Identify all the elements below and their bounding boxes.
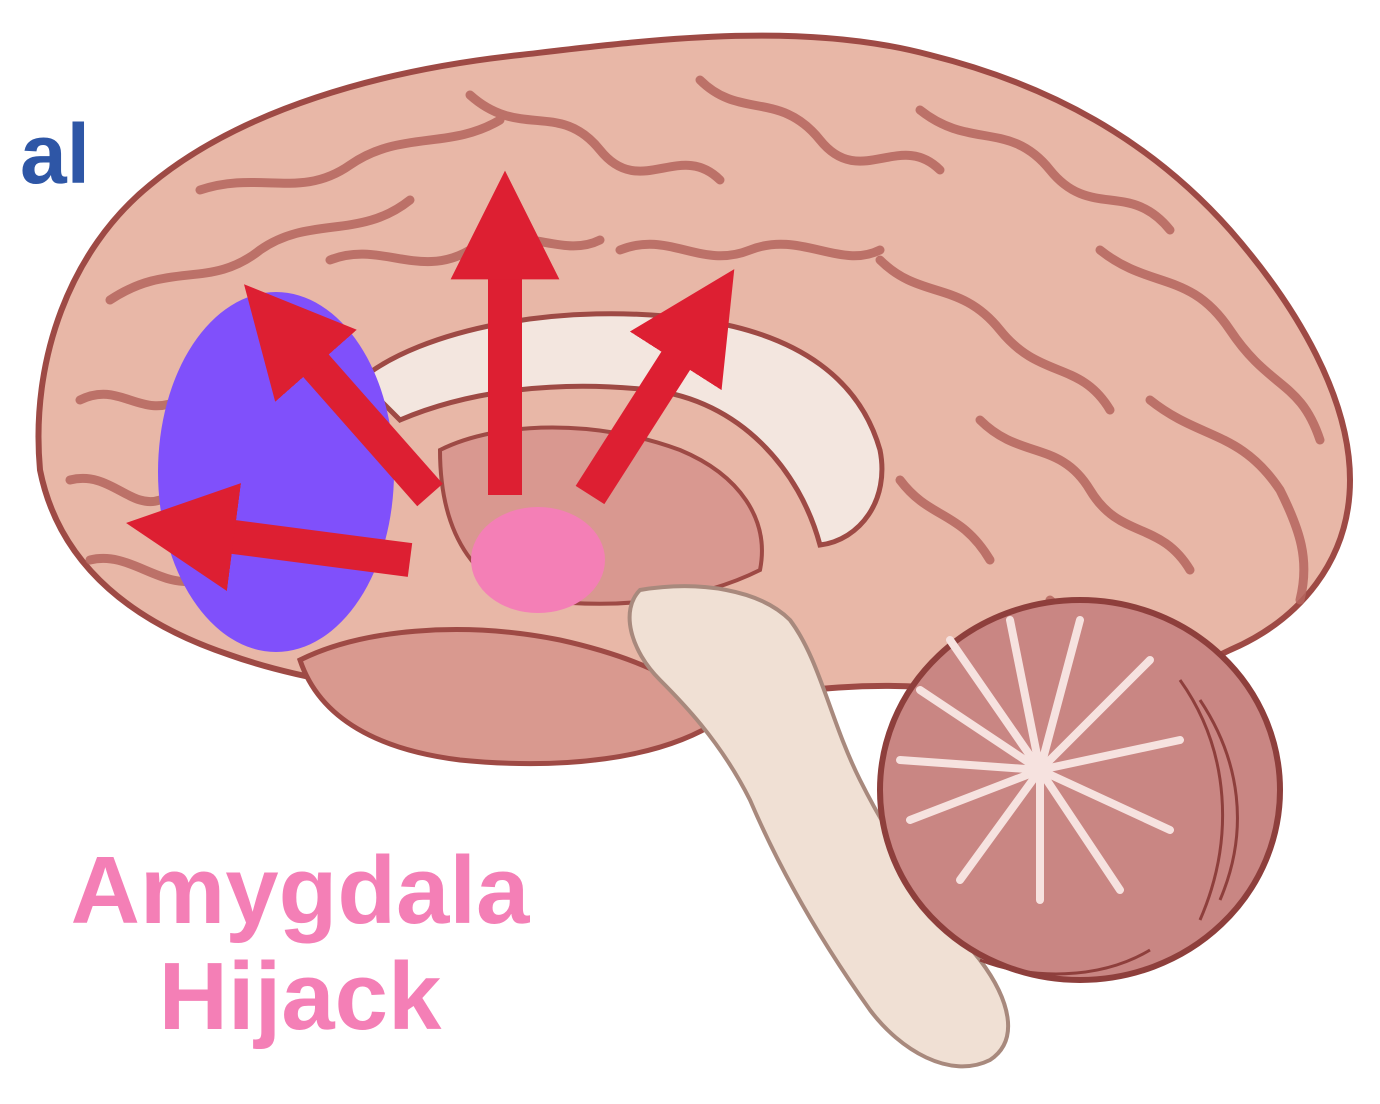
caption-line-1: Amygdala: [20, 838, 580, 944]
amygdala-hijack-caption: Amygdala Hijack: [20, 838, 580, 1049]
amygdala-dot: [471, 507, 605, 613]
caption-line-2: Hijack: [20, 944, 580, 1050]
partial-label-fragment: al: [0, 112, 90, 196]
